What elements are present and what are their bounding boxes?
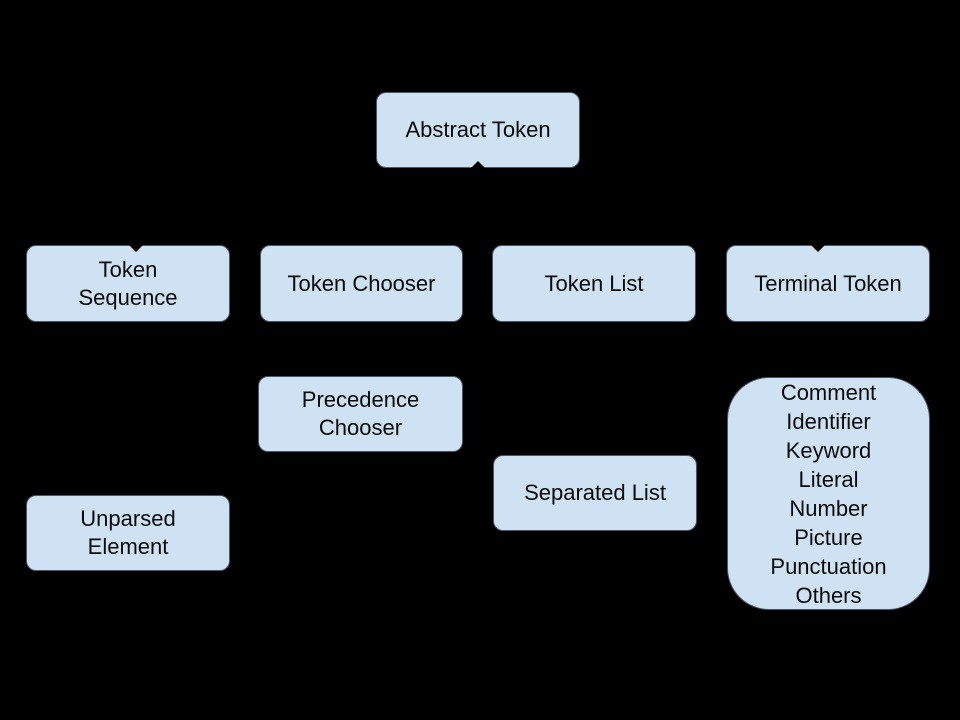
arrowhead-notch-icon bbox=[470, 161, 486, 169]
node-terminal-token-kinds: Comment Identifier Keyword Literal Numbe… bbox=[727, 377, 930, 610]
node-unparsed-element: Unparsed Element bbox=[26, 495, 230, 571]
node-label: Token List bbox=[544, 270, 644, 296]
node-label: Others bbox=[795, 582, 862, 608]
node-label: Number bbox=[789, 495, 868, 521]
node-token-chooser: Token Chooser bbox=[260, 245, 463, 322]
node-label: Comment bbox=[780, 379, 877, 405]
node-label: Token Chooser bbox=[287, 270, 436, 296]
node-label: Unparsed bbox=[80, 506, 176, 531]
node-label: Separated List bbox=[524, 480, 666, 505]
node-label: Literal bbox=[798, 466, 859, 492]
node-token-sequence: Token Sequence bbox=[26, 245, 230, 322]
node-label: Chooser bbox=[318, 415, 403, 440]
node-label: Terminal Token bbox=[754, 270, 902, 296]
node-label: Keyword bbox=[785, 437, 872, 463]
node-abstract-token: Abstract Token bbox=[376, 92, 580, 168]
arrowhead-notch-icon bbox=[810, 244, 826, 252]
node-label: Punctuation bbox=[770, 553, 887, 579]
node-label: Token bbox=[98, 256, 158, 282]
arrowhead-notch-icon bbox=[128, 244, 144, 252]
node-separated-list: Separated List bbox=[493, 455, 697, 531]
node-label: Sequence bbox=[78, 284, 178, 310]
node-terminal-token: Terminal Token bbox=[726, 245, 930, 322]
node-token-list: Token List bbox=[492, 245, 696, 322]
node-label: Element bbox=[87, 534, 169, 559]
node-label: Picture bbox=[794, 524, 863, 550]
node-label: Precedence bbox=[301, 387, 420, 412]
node-precedence-chooser: Precedence Chooser bbox=[258, 376, 463, 452]
node-label: Identifier bbox=[786, 408, 871, 434]
node-label: Abstract Token bbox=[405, 117, 551, 142]
